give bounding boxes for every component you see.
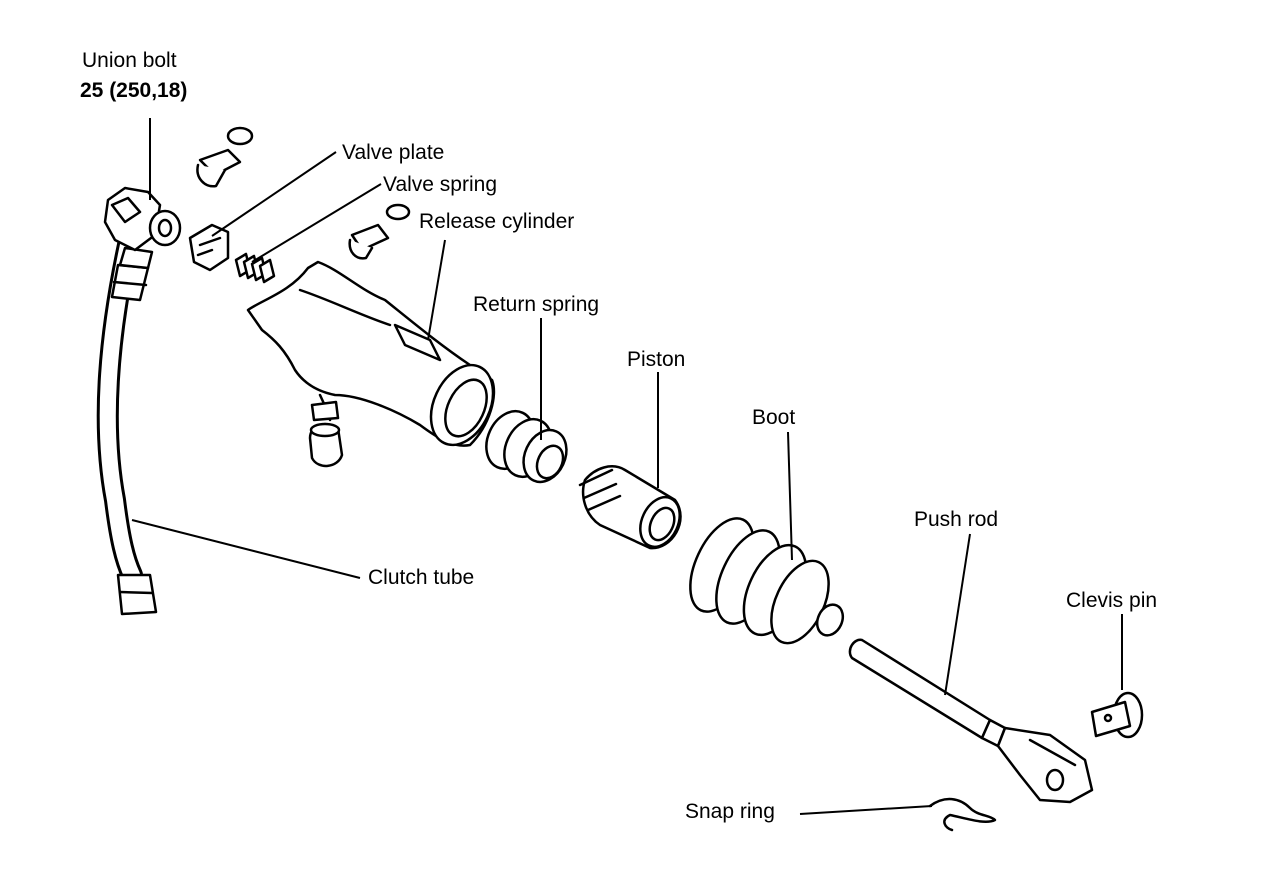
union-bolt xyxy=(196,126,254,188)
valve-plate xyxy=(188,223,230,272)
union-bolt-label: Union bolt xyxy=(82,49,177,72)
snap-ring-label: Snap ring xyxy=(685,800,775,823)
clevis-pin xyxy=(1090,691,1144,739)
leader-lines xyxy=(131,118,1123,815)
boot xyxy=(689,517,845,645)
valve-spring-label: Valve spring xyxy=(383,173,498,196)
push-rod xyxy=(848,638,1094,804)
release-cylinder xyxy=(246,260,496,447)
return-spring-label: Return spring xyxy=(473,293,600,316)
clutch-tube-label: Clutch tube xyxy=(368,566,475,589)
return-spring xyxy=(485,410,568,484)
dust-cap xyxy=(308,422,344,468)
boot-label: Boot xyxy=(752,406,796,429)
union-fitting xyxy=(103,186,182,252)
piston-label: Piston xyxy=(627,348,686,371)
snap-ring xyxy=(928,797,997,832)
clutch-tube xyxy=(96,234,158,616)
push-rod-label: Push rod xyxy=(914,508,999,531)
valve-spring xyxy=(234,252,276,284)
piston xyxy=(578,465,682,550)
release-cylinder-label: Release cylinder xyxy=(419,210,575,233)
clevis-pin-label: Clevis pin xyxy=(1066,589,1158,612)
union-bolt-torque-label: 25 (250,18) xyxy=(80,79,188,102)
valve-plate-label: Valve plate xyxy=(342,141,445,164)
bleeder-screw xyxy=(348,203,411,260)
